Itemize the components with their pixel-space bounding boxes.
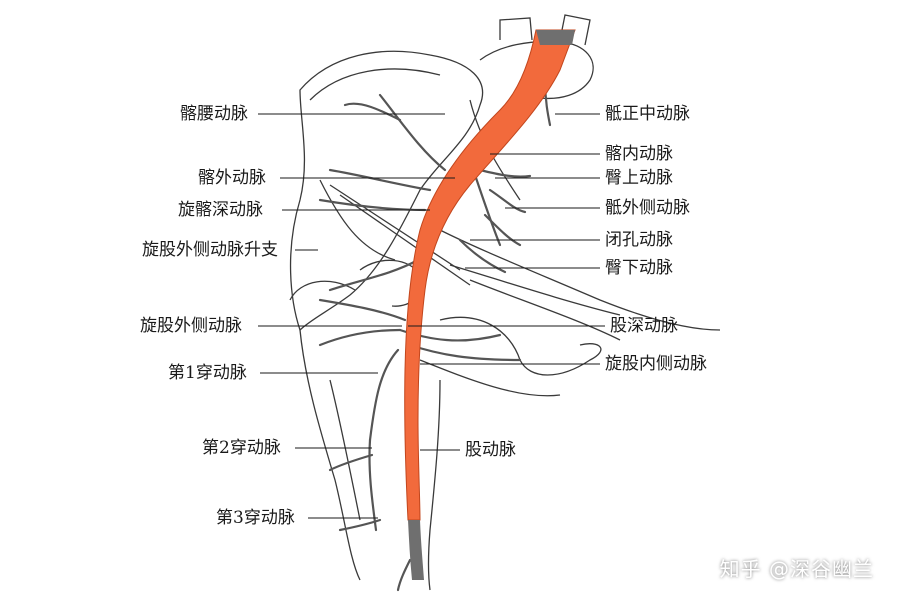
label-inferior-gluteal: 臀下动脉: [605, 258, 673, 278]
aorta-top-grey: [536, 30, 575, 45]
label-internal-iliac: 髂内动脉: [605, 144, 673, 164]
label-obturator: 闭孔动脉: [605, 230, 673, 250]
bone-outlines: [290, 15, 720, 590]
label-external-iliac: 髂外动脉: [198, 168, 266, 188]
femoral-distal-grey: [408, 520, 424, 580]
label-lateral-sacral: 骶外侧动脉: [605, 198, 690, 218]
label-lat-circ-femoral-ascending: 旋股外侧动脉升支: [142, 240, 278, 260]
label-perforating-1: 第1穿动脉: [168, 363, 247, 383]
label-perforating-2: 第2穿动脉: [202, 438, 281, 458]
label-med-circ-femoral: 旋股内侧动脉: [605, 354, 707, 374]
label-perforating-3: 第3穿动脉: [216, 508, 295, 528]
label-deep-circumflex-iliac: 旋髂深动脉: [178, 200, 263, 220]
watermark-text: 知乎 @深谷幽兰: [720, 553, 874, 582]
label-femoral: 股动脉: [465, 440, 516, 460]
branch-vessels: [320, 80, 550, 590]
label-iliolumbar: 髂腰动脉: [180, 104, 248, 124]
label-deep-femoral: 股深动脉: [610, 316, 678, 336]
label-median-sacral: 骶正中动脉: [605, 104, 690, 124]
label-lat-circ-femoral: 旋股外侧动脉: [140, 316, 242, 336]
label-superior-gluteal: 臀上动脉: [605, 168, 673, 188]
